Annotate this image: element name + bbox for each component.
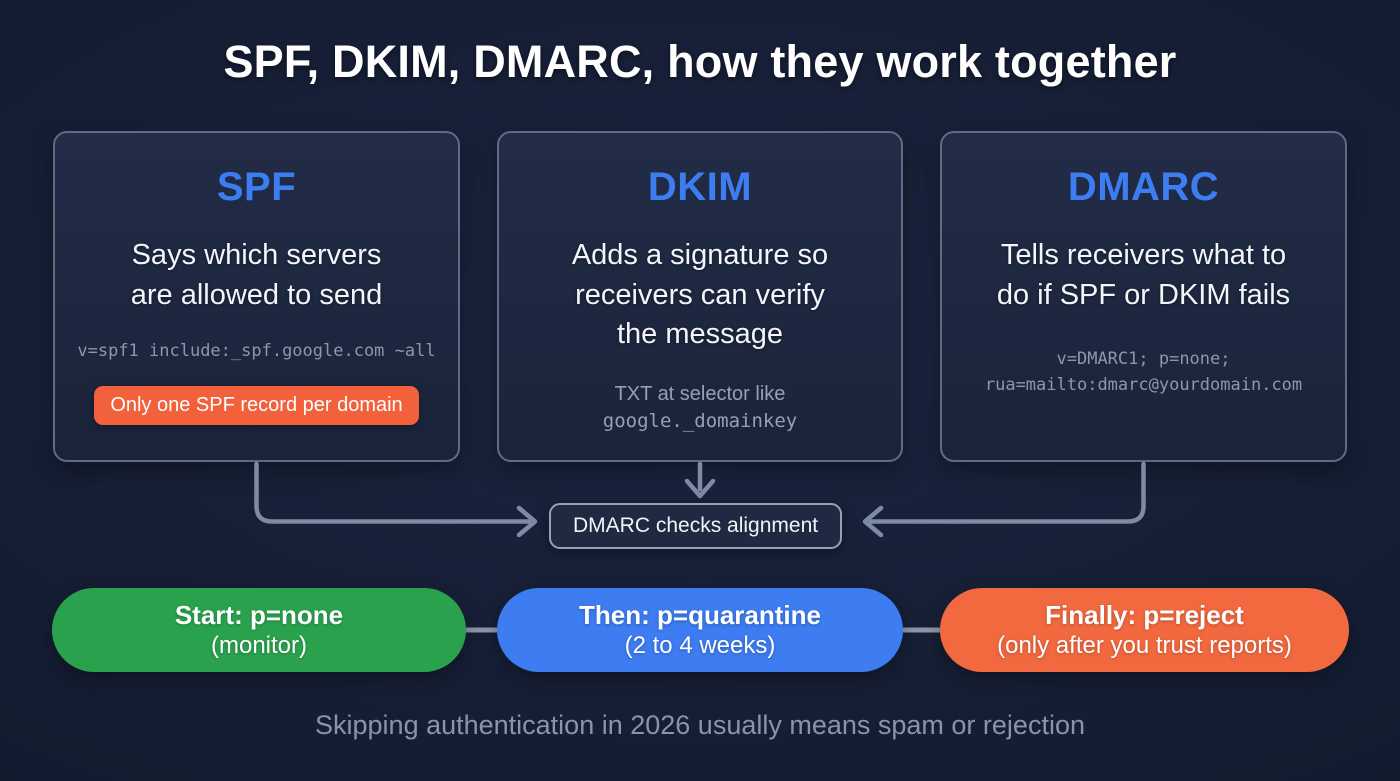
spf-warning-badge: Only one SPF record per domain xyxy=(94,385,419,425)
dmarc-record-code: v=DMARC1; p=none; rua=mailto:dmarc@yourd… xyxy=(984,349,1303,395)
spf-card-heading: SPF xyxy=(216,165,297,209)
spf-card: SPF Says which servers are allowed to se… xyxy=(53,131,460,462)
policy-pill-none: Start: p=none (monitor) xyxy=(52,588,466,672)
policy-pill-quarantine-title: Then: p=quarantine xyxy=(579,599,821,630)
dmarc-to-alignment-arrow xyxy=(862,461,1146,538)
spf-description: Says which servers are allowed to send xyxy=(130,239,383,311)
policy-pill-reject-subtitle: (only after you trust reports) xyxy=(997,632,1292,660)
alignment-box-label: DMARC checks alignment xyxy=(573,514,819,537)
spf-record-code: v=spf1 include:_spf.google.com ~all xyxy=(77,341,436,362)
diagram-title: SPF, DKIM, DMARC, how they work together xyxy=(223,36,1177,87)
dkim-selector-note: TXT at selector like xyxy=(614,383,786,406)
dmarc-description: Tells receivers what to do if SPF or DKI… xyxy=(996,239,1291,311)
dkim-description: Adds a signature so receivers can verify… xyxy=(571,239,829,351)
policy-pill-quarantine-subtitle: (2 to 4 weeks) xyxy=(624,632,776,660)
dkim-selector-code: google._domainkey xyxy=(602,410,798,433)
policy-pill-none-title: Start: p=none xyxy=(174,599,344,630)
policy-pill-reject: Finally: p=reject (only after you trust … xyxy=(940,588,1349,672)
policy-pill-none-subtitle: (monitor) xyxy=(210,632,307,660)
dmarc-card-heading: DMARC xyxy=(1067,165,1220,209)
footer-note: Skipping authentication in 2026 usually … xyxy=(315,710,1085,740)
dkim-to-alignment-arrow xyxy=(684,461,716,499)
dkim-card-heading: DKIM xyxy=(647,165,753,209)
policy-pill-reject-title: Finally: p=reject xyxy=(1045,599,1244,630)
spf-to-alignment-arrow xyxy=(254,461,538,538)
dkim-card: DKIM Adds a signature so receivers can v… xyxy=(497,131,903,462)
alignment-box: DMARC checks alignment xyxy=(549,503,843,549)
policy-pill-quarantine: Then: p=quarantine (2 to 4 weeks) xyxy=(497,588,903,672)
dmarc-card: DMARC Tells receivers what to do if SPF … xyxy=(940,131,1347,462)
